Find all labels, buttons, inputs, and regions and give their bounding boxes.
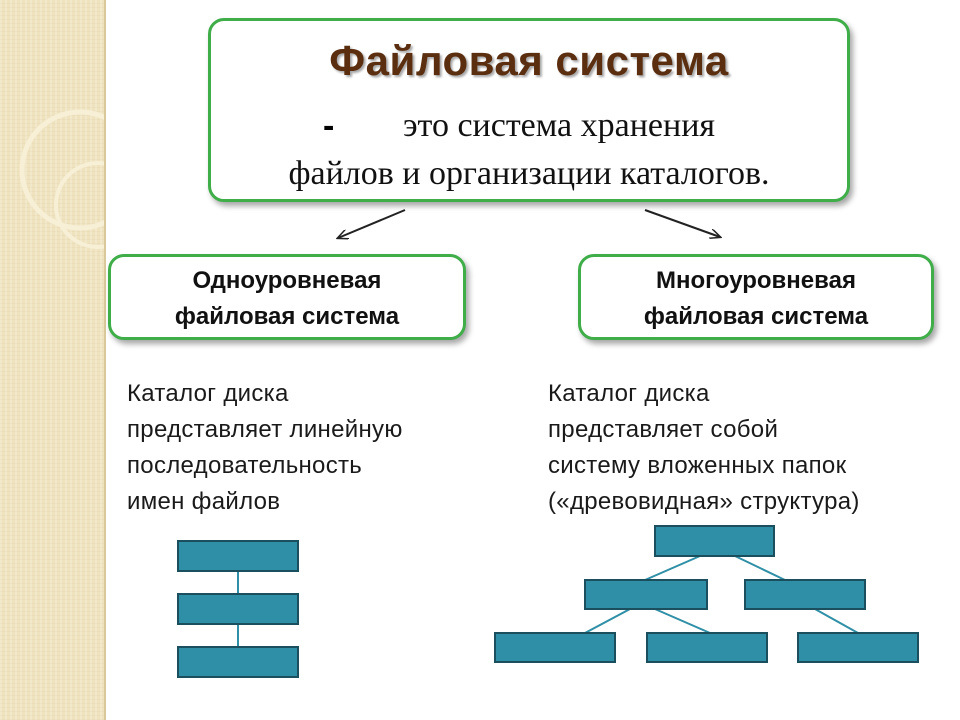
definition-line-1: это система хранения <box>402 107 716 144</box>
linear-structure-diagram <box>177 540 299 678</box>
single-level-heading-line-2: файловая система <box>174 303 400 330</box>
multi-level-desc-line: представляет собой <box>548 416 779 443</box>
folder-node <box>744 579 866 610</box>
definition-box: Файловая система - это система хранения … <box>208 18 850 202</box>
single-level-description: Каталог диска представляет линейную посл… <box>127 376 487 520</box>
file-node <box>177 593 299 625</box>
definition-dash: - <box>323 107 335 145</box>
arrow-right <box>644 209 720 237</box>
multi-level-box: Многоуровневая файловая система <box>578 254 934 340</box>
tree-connector <box>644 555 701 581</box>
multi-level-desc-line: («древовидная» структура) <box>548 488 860 515</box>
single-level-desc-line: последовательность <box>127 452 363 479</box>
folder-node <box>797 632 919 663</box>
tree-connector <box>654 608 711 634</box>
multi-level-heading-line-2: файловая система <box>643 303 869 330</box>
single-level-desc-line: Каталог диска <box>127 380 289 407</box>
multi-level-description: Каталог диска представляет собой систему… <box>548 376 938 520</box>
file-node <box>177 646 299 678</box>
arrow-left <box>338 209 406 238</box>
single-level-desc-line: имен файлов <box>127 488 281 515</box>
side-strip-divider <box>104 0 106 720</box>
tree-connector <box>584 608 631 634</box>
tree-structure-diagram <box>494 525 919 663</box>
single-level-heading-line-1: Одноуровневая <box>192 267 382 294</box>
multi-level-heading-line-1: Многоуровневая <box>656 267 856 294</box>
tree-connector <box>734 555 786 581</box>
multi-level-desc-line: систему вложенных папок <box>548 452 847 479</box>
folder-node <box>494 632 616 663</box>
folder-node <box>584 579 708 610</box>
folder-node <box>646 632 768 663</box>
file-node <box>177 540 299 572</box>
decorative-circles <box>19 109 104 249</box>
multi-level-desc-line: Каталог диска <box>548 380 710 407</box>
definition-line-2: файлов и организации каталогов. <box>288 155 770 192</box>
tree-connector <box>814 608 859 634</box>
folder-node-root <box>654 525 775 557</box>
diagram-title: Файловая система <box>329 37 729 84</box>
single-level-box: Одноуровневая файловая система <box>108 254 466 340</box>
single-level-desc-line: представляет линейную <box>127 416 403 443</box>
